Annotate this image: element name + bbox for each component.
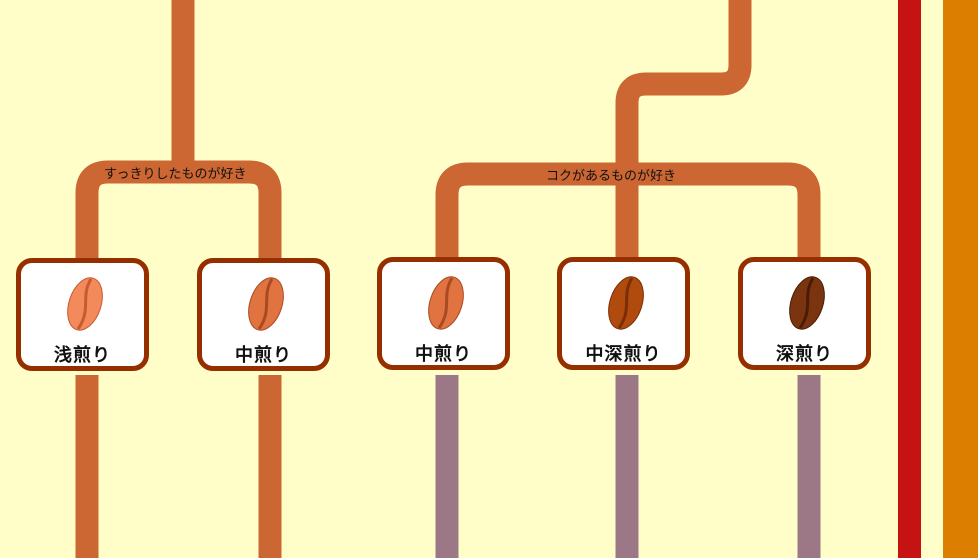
coffee-bean-icon [428, 276, 464, 330]
roast-label: 浅煎り [54, 345, 111, 366]
roast-card-medium-1[interactable]: 中煎り [197, 258, 330, 371]
coffee-bean-icon [608, 276, 644, 330]
branch-label-light: すっきりしたものが好き [104, 167, 247, 182]
coffee-bean-icon [789, 276, 825, 330]
orange-bar [943, 0, 978, 558]
coffee-bean-icon [67, 277, 103, 331]
coffee-bean-icon [248, 277, 284, 331]
roast-card-light[interactable]: 浅煎り [16, 258, 149, 371]
branch-label-rich: コクがあるものが好き [546, 169, 677, 184]
roast-label: 深煎り [776, 344, 833, 365]
red-bar [898, 0, 921, 558]
left-branch-path [75, 160, 282, 260]
roast-card-medium-2[interactable]: 中煎り [377, 257, 510, 370]
roast-card-medium-dark[interactable]: 中深煎り [557, 257, 690, 370]
roast-card-dark[interactable]: 深煎り [738, 257, 871, 370]
roast-label: 中深煎り [585, 344, 662, 365]
roast-label: 中煎り [415, 344, 472, 365]
roast-label: 中煎り [235, 345, 292, 366]
right-branch-path [435, 162, 821, 260]
right-trunk-path [615, 0, 752, 260]
